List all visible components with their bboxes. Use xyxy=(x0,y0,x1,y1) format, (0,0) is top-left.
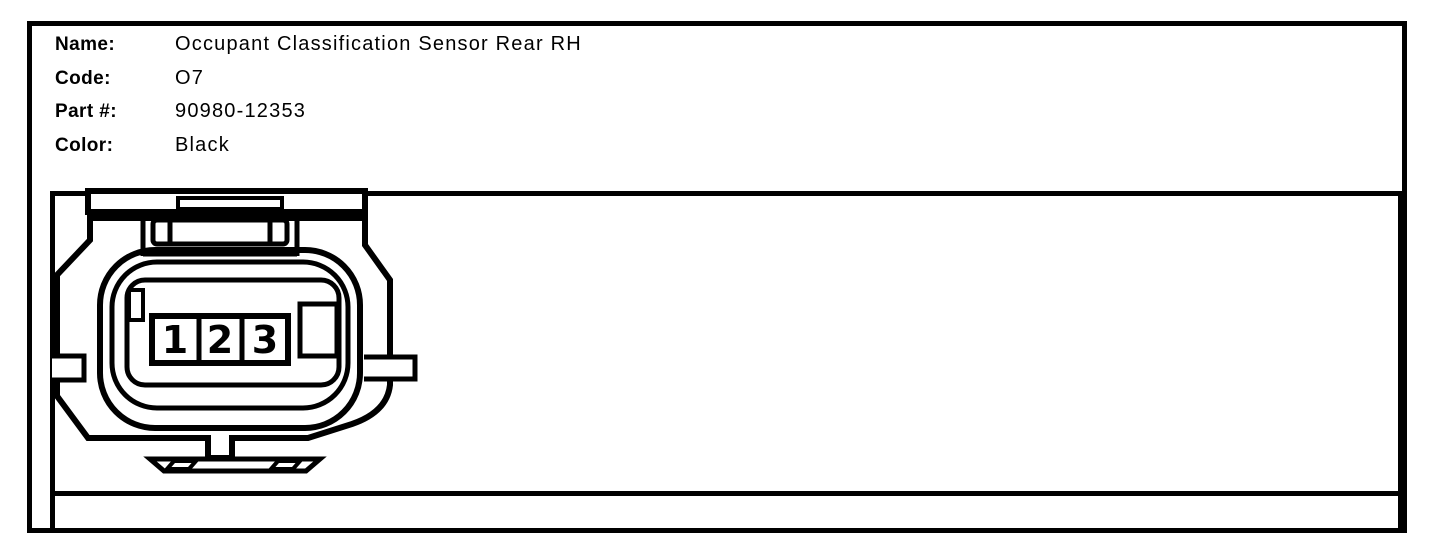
lock-tab-slot xyxy=(176,196,284,211)
left-side-notch xyxy=(52,353,87,383)
code-label: Code: xyxy=(55,67,111,89)
bottom-skirt-holes xyxy=(162,459,305,471)
part-number-label: Part #: xyxy=(55,101,117,122)
pin-number-1: 1 xyxy=(162,318,188,362)
part-number-value: 90980-12353 xyxy=(175,100,307,122)
pin-block xyxy=(149,313,291,366)
connector-drawing: 1 2 3 xyxy=(52,188,418,474)
name-value: Occupant Classification Sensor Rear RH xyxy=(175,33,582,55)
pin-number-2: 2 xyxy=(207,318,233,362)
notes-strip xyxy=(50,491,1403,533)
color-value: Black xyxy=(175,133,230,156)
header-row-color: Color: Black xyxy=(55,129,582,163)
cavity-key-block xyxy=(297,301,340,359)
connector-header: Name: Occupant Classification Sensor Rea… xyxy=(55,28,582,162)
pin-block-dividers xyxy=(196,319,245,360)
header-row-code: Code: O7 xyxy=(55,62,582,96)
color-label: Color: xyxy=(55,134,114,156)
right-side-ear xyxy=(364,354,418,382)
code-value: O7 xyxy=(175,66,205,89)
header-row-name: Name: Occupant Classification Sensor Rea… xyxy=(55,28,582,62)
name-label: Name: xyxy=(55,34,116,55)
lock-slider xyxy=(140,212,300,257)
pin-number-3: 3 xyxy=(252,318,278,362)
cavity-key-slot xyxy=(127,288,145,322)
pin-numbers: 1 2 3 xyxy=(162,318,278,362)
header-row-part: Part #: 90980-12353 xyxy=(55,95,582,129)
